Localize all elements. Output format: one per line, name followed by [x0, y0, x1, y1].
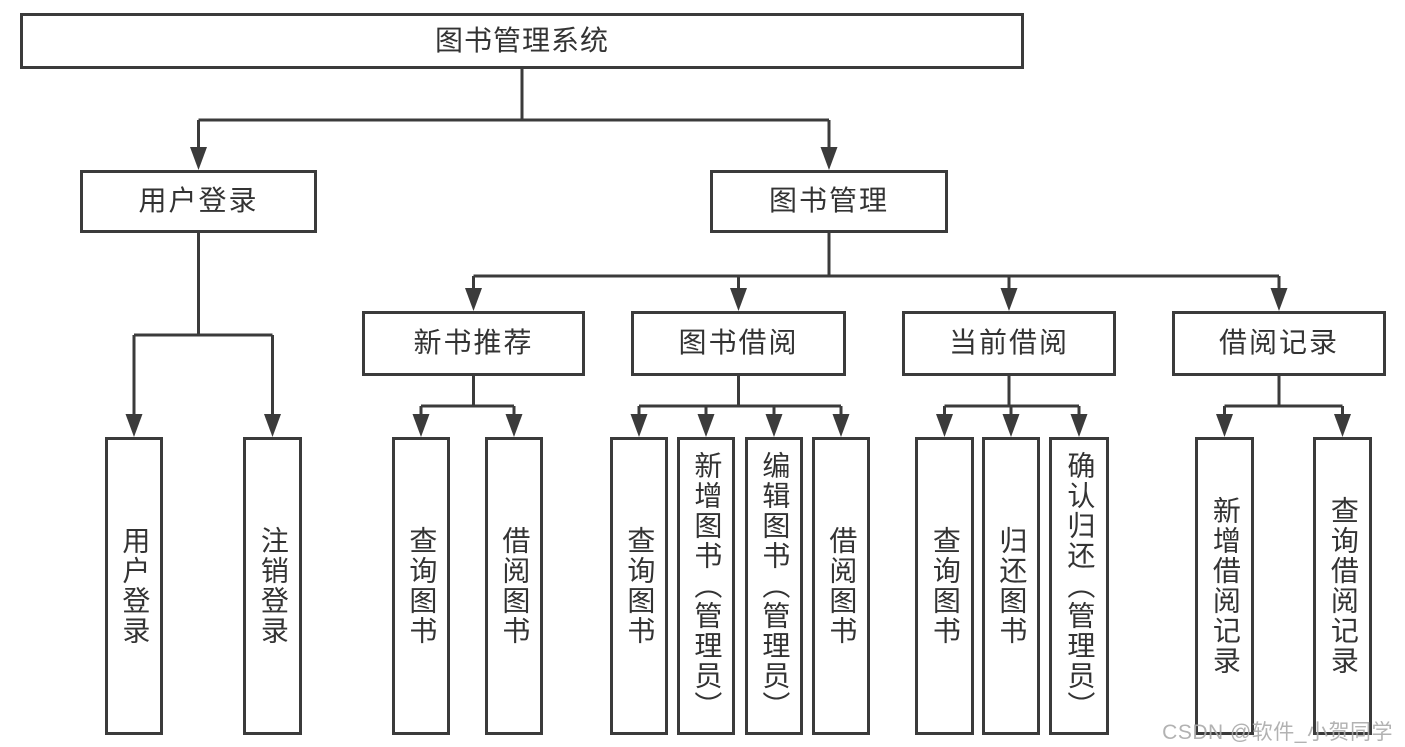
leaf-user-login: 用户登录: [105, 437, 163, 735]
leaf-borrow-books: 借阅图书: [812, 437, 870, 735]
leaf-edit-book-admin: 编辑图书（管理员）: [745, 437, 803, 735]
leaf-logout: 注销登录: [243, 437, 302, 735]
leaf-query-books-current: 查询图书: [915, 437, 974, 735]
node-book-borrow: 图书借阅: [631, 311, 846, 376]
leaf-query-borrow-record: 查询借阅记录: [1313, 437, 1372, 735]
node-borrow-records: 借阅记录: [1172, 311, 1386, 376]
node-user-login: 用户登录: [80, 170, 317, 233]
node-current-borrow: 当前借阅: [902, 311, 1116, 376]
leaf-add-borrow-record: 新增借阅记录: [1195, 437, 1254, 735]
leaf-query-books-recommend: 查询图书: [392, 437, 450, 735]
leaf-query-books-borrow: 查询图书: [610, 437, 668, 735]
node-library-management-system: 图书管理系统: [20, 13, 1024, 69]
node-book-management: 图书管理: [710, 170, 948, 233]
leaf-add-book-admin: 新增图书（管理员）: [677, 437, 735, 735]
leaf-borrow-books-recommend: 借阅图书: [485, 437, 543, 735]
watermark-text: CSDN @软件_小贺同学: [1162, 721, 1393, 744]
node-new-book-recommend: 新书推荐: [362, 311, 585, 376]
leaf-return-book: 归还图书: [982, 437, 1040, 735]
leaf-confirm-return-admin: 确认归还（管理员）: [1049, 437, 1109, 735]
